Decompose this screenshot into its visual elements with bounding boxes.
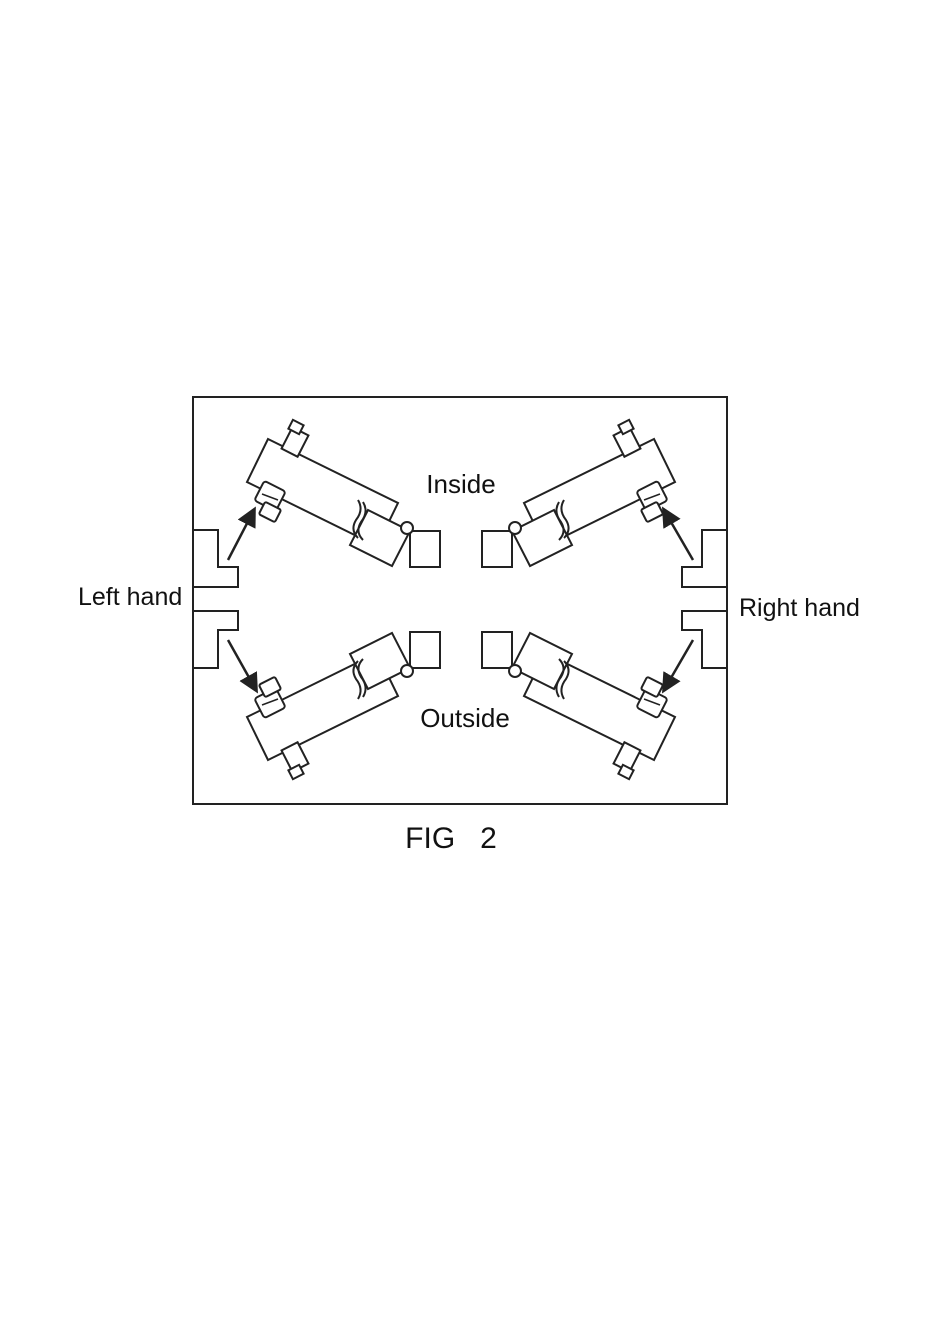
label-right-hand: Right hand	[739, 594, 860, 622]
right-notch	[682, 530, 727, 587]
arrow-right-inside	[664, 510, 693, 560]
arrow-left-inside	[228, 510, 254, 560]
label-outside: Outside	[420, 703, 510, 733]
arm-assembly-right-outside	[509, 633, 675, 779]
center-block	[482, 632, 512, 668]
left-notch	[193, 530, 238, 587]
left-notch	[193, 611, 238, 668]
center-block	[410, 632, 440, 668]
arm-assembly-left-outside	[247, 633, 413, 779]
arm-assembly-right-inside	[509, 420, 675, 566]
figure-caption: FIG 2	[405, 822, 497, 855]
arm-assembly-left-inside	[247, 420, 413, 566]
arrow-right-outside	[664, 640, 693, 690]
center-block	[482, 531, 512, 567]
label-inside: Inside	[426, 469, 495, 499]
label-left-hand: Left hand	[78, 583, 182, 611]
center-block	[410, 531, 440, 567]
arrow-left-outside	[228, 640, 256, 690]
right-notch	[682, 611, 727, 668]
